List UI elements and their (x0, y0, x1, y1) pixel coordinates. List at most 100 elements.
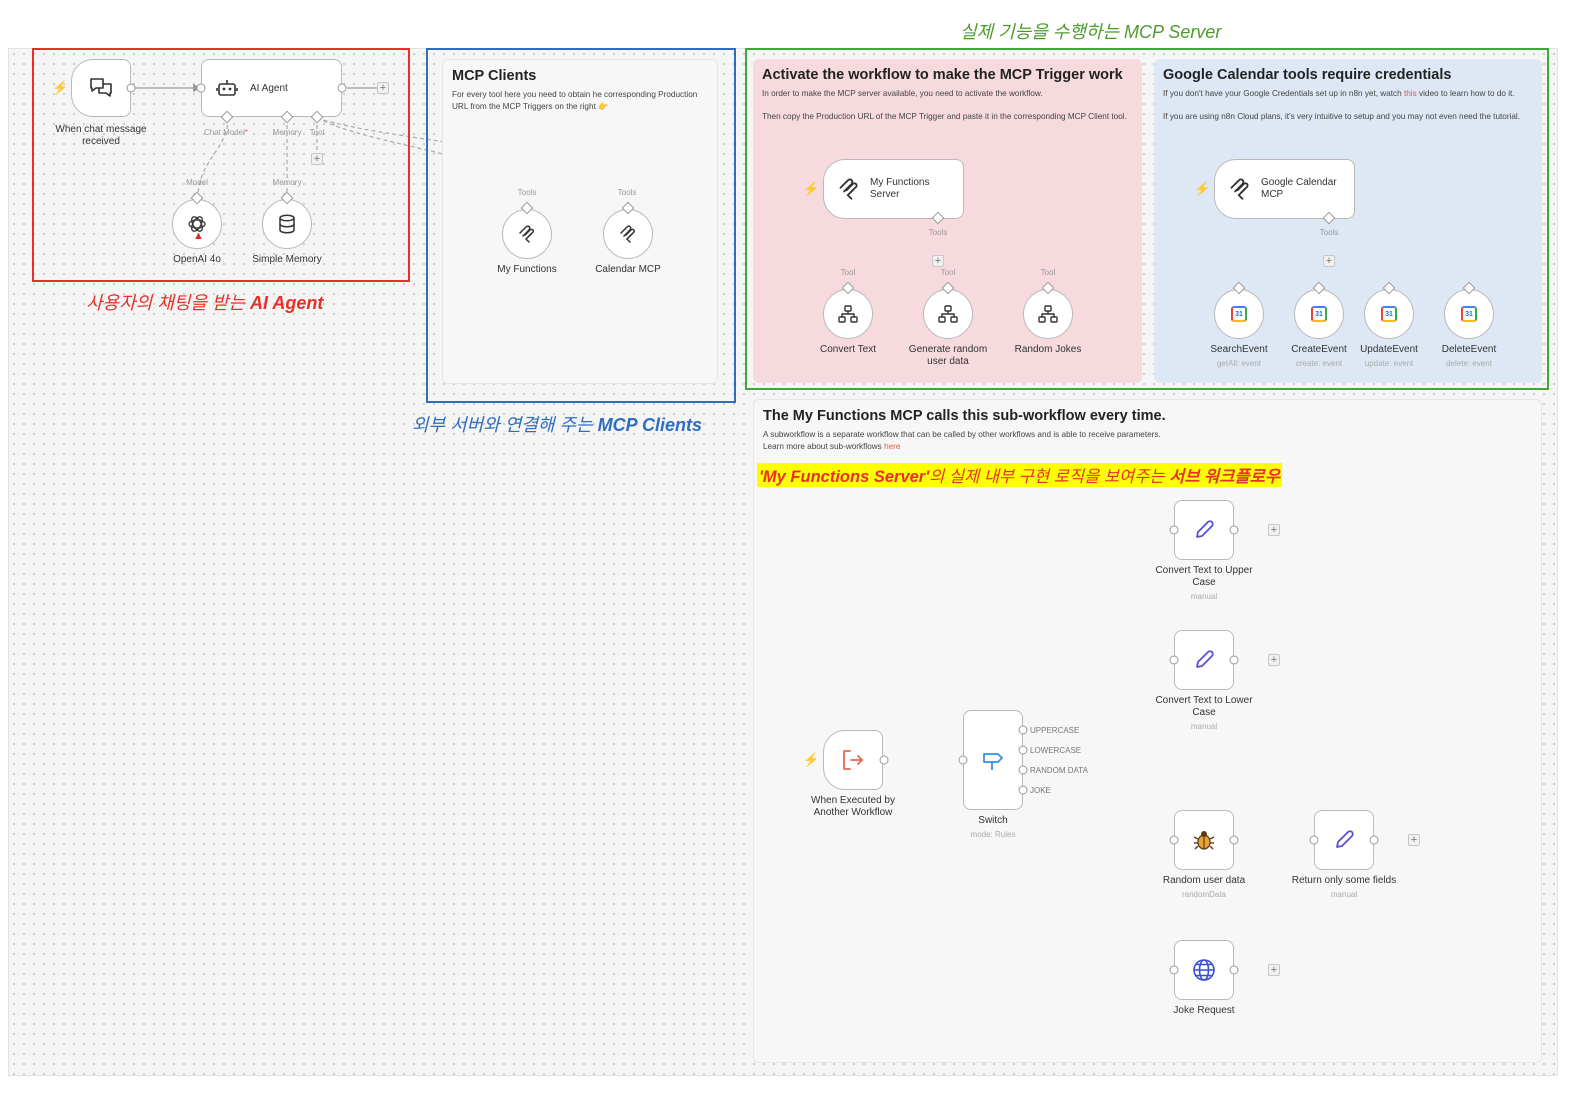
mcp-clients-annotation: 외부 서버와 연결해 주는 MCP Clients (412, 415, 702, 435)
tool-port-label: Tool (840, 268, 856, 277)
subworkflows-link[interactable]: here (884, 442, 901, 451)
update-event-sublabel: update: event (1364, 359, 1414, 368)
lower-case-sublabel: manual (1190, 722, 1218, 731)
search-event-label: SearchEvent (1210, 344, 1268, 355)
lower-case-node[interactable] (1174, 630, 1234, 690)
my-functions-server-label: My Functions Server (870, 177, 930, 200)
upper-case-sublabel: manual (1190, 592, 1218, 601)
sitemap-icon (838, 305, 858, 323)
execute-workflow-trigger-node[interactable] (823, 730, 883, 790)
tools-port-label: Tools (617, 188, 637, 197)
tools-port-label: Tools (1319, 228, 1339, 237)
output-uppercase: UPPERCASE (1030, 726, 1080, 735)
mcp-clients-note[interactable]: MCP Clients For every tool here you need… (442, 59, 718, 384)
chat-icon (90, 78, 112, 97)
random-user-data-node[interactable] (1174, 810, 1234, 870)
tool-add-button[interactable]: + (932, 255, 944, 267)
note-title: Google Calendar tools require credential… (1163, 67, 1452, 83)
model-port-label: Model (186, 178, 208, 187)
ai-agent-label: AI Agent (250, 82, 288, 94)
ai-agent-node[interactable]: AI Agent (201, 59, 342, 117)
joke-request-node[interactable] (1174, 940, 1234, 1000)
google-calendar-mcp-label: Google Calendar MCP (1261, 177, 1337, 200)
tool-port-label: Tool (1040, 268, 1056, 277)
pen-icon (1196, 650, 1214, 668)
subworkflow-annotation: 'My Functions Server'의 실제 내부 구현 로직을 보여주는… (757, 463, 1283, 487)
openai-label: OpenAI 4o (173, 254, 221, 265)
add-node-button[interactable]: + (1408, 834, 1420, 846)
delete-event-label: DeleteEvent (1441, 344, 1497, 355)
tools-port-label: Tools (928, 228, 948, 237)
trigger-bolt-icon: ⚡ (803, 752, 820, 767)
tools-port-label: Tools (517, 188, 537, 197)
execute-trigger-label: When Executed by Another Workflow (811, 795, 895, 818)
lower-case-label: Convert Text to Lower Case (1155, 695, 1253, 718)
add-node-button[interactable]: + (1268, 654, 1280, 666)
trigger-bolt-icon: ⚡ (52, 80, 69, 95)
bug-icon (1193, 831, 1215, 850)
memory-node[interactable] (262, 199, 312, 249)
subworkflow-note[interactable]: The My Functions MCP calls this sub-work… (753, 399, 1542, 1063)
return-fields-node[interactable] (1314, 810, 1374, 870)
tool-add-button[interactable]: + (311, 153, 323, 165)
note-title: Activate the workflow to make the MCP Tr… (762, 67, 1123, 83)
delete-event-tool-node[interactable]: 31 (1444, 289, 1494, 339)
database-icon (279, 214, 295, 234)
joke-request-label: Joke Request (1173, 1005, 1235, 1016)
openai-node[interactable]: ▲ (172, 199, 222, 249)
switch-label: Switch (978, 815, 1008, 826)
create-event-label: CreateEvent (1291, 344, 1347, 355)
note-body: If you don't have your Google Credential… (1163, 89, 1521, 121)
agent-highlight-box (32, 48, 410, 282)
mcp-icon (519, 225, 534, 243)
random-jokes-tool-node[interactable] (1023, 289, 1073, 339)
robot-icon (216, 80, 238, 96)
update-event-label: UpdateEvent (1360, 344, 1418, 355)
openai-icon (188, 216, 206, 232)
add-node-button[interactable]: + (1268, 524, 1280, 536)
trigger-bolt-icon: ⚡ (1194, 181, 1211, 196)
agent-add-button[interactable]: + (377, 82, 389, 94)
sign-out-icon (843, 750, 863, 770)
video-link[interactable]: this (1403, 89, 1417, 98)
update-event-tool-node[interactable]: 31 (1364, 289, 1414, 339)
generate-random-user-data-tool-node[interactable] (923, 289, 973, 339)
return-fields-sublabel: manual (1330, 890, 1358, 899)
trigger-bolt-icon: ⚡ (803, 181, 820, 196)
output-joke: JOKE (1030, 786, 1051, 795)
switch-node[interactable] (963, 710, 1023, 810)
convert-text-tool-node[interactable] (823, 289, 873, 339)
note-body: For every tool here you need to obtain h… (452, 90, 698, 111)
create-event-tool-node[interactable]: 31 (1294, 289, 1344, 339)
tool-add-button[interactable]: + (1323, 255, 1335, 267)
sitemap-icon (938, 305, 958, 323)
google-calendar-mcp-node[interactable]: Google Calendar MCP (1214, 159, 1355, 219)
add-node-button[interactable]: + (1268, 964, 1280, 976)
signpost-icon (983, 753, 1003, 770)
calendar-mcp-client-label: Calendar MCP (595, 264, 661, 275)
port-memory: Memory (272, 128, 302, 137)
output-random-data: RANDOM DATA (1030, 766, 1088, 775)
my-functions-client-node[interactable] (502, 209, 552, 259)
note-body: In order to make the MCP server availabl… (762, 89, 1127, 121)
mcp-icon (839, 178, 858, 200)
google-calendar-icon: 31 (1461, 306, 1477, 322)
port-tool: Tool (309, 128, 325, 137)
google-calendar-icon: 31 (1381, 306, 1397, 322)
memory-label: Simple Memory (252, 254, 322, 265)
pen-icon (1196, 520, 1214, 538)
memory-port-label: Memory (272, 178, 302, 187)
search-event-sublabel: getAll: event (1216, 359, 1262, 368)
note-body: A subworkflow is a separate workflow tha… (763, 430, 1161, 451)
switch-sublabel: mode: Rules (970, 830, 1016, 839)
create-event-sublabel: create: event (1295, 359, 1343, 368)
convert-text-label: Convert Text (820, 344, 876, 355)
return-fields-label: Return only some fields (1291, 875, 1397, 886)
globe-icon (1193, 959, 1215, 981)
my-functions-server-node[interactable]: My Functions Server (823, 159, 964, 219)
output-lowercase: LOWERCASE (1030, 746, 1082, 755)
chat-trigger-node[interactable] (71, 59, 131, 117)
mcp-icon (620, 225, 635, 243)
google-calendar-icon: 31 (1231, 306, 1247, 322)
upper-case-node[interactable] (1174, 500, 1234, 560)
